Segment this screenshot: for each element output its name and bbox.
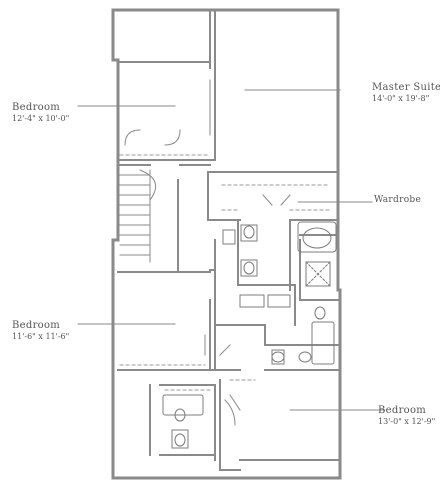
bedroom-w-dims: 11'-6" x 11'-6" [12, 332, 70, 341]
bedroom-nw-dims: 12'-4" x 10'-0" [12, 114, 70, 123]
master-suite-name: Master Suite [372, 82, 440, 93]
bedroom-nw-label: Bedroom 12'-4" x 10'-0" [12, 102, 69, 123]
stair-treads [119, 169, 157, 263]
exterior-walls [111, 8, 342, 480]
master-suite-label: Master Suite 14'-0" x 19'-8" [372, 82, 440, 103]
bedroom-se-dims: 13'-0" x 12'-9" [378, 417, 436, 426]
wardrobe-label: Wardrobe [374, 195, 421, 205]
bedroom-w-name: Bedroom [12, 320, 61, 331]
wardrobe-name: Wardrobe [374, 195, 422, 205]
bedroom-se-label: Bedroom 13'-0" x 12'-9" [378, 405, 435, 426]
bedroom-w-label: Bedroom 11'-6" x 11'-6" [12, 320, 69, 341]
bath-fixtures [162, 221, 337, 449]
door-swings [124, 79, 291, 426]
bedroom-nw-name: Bedroom [12, 102, 61, 113]
interior-walls [117, 11, 339, 471]
bedroom-se-name: Bedroom [378, 405, 427, 416]
closet-rod-lines [119, 154, 331, 391]
master-suite-dims: 14'-0" x 19'-8" [372, 94, 430, 103]
leader-lines [77, 89, 386, 411]
